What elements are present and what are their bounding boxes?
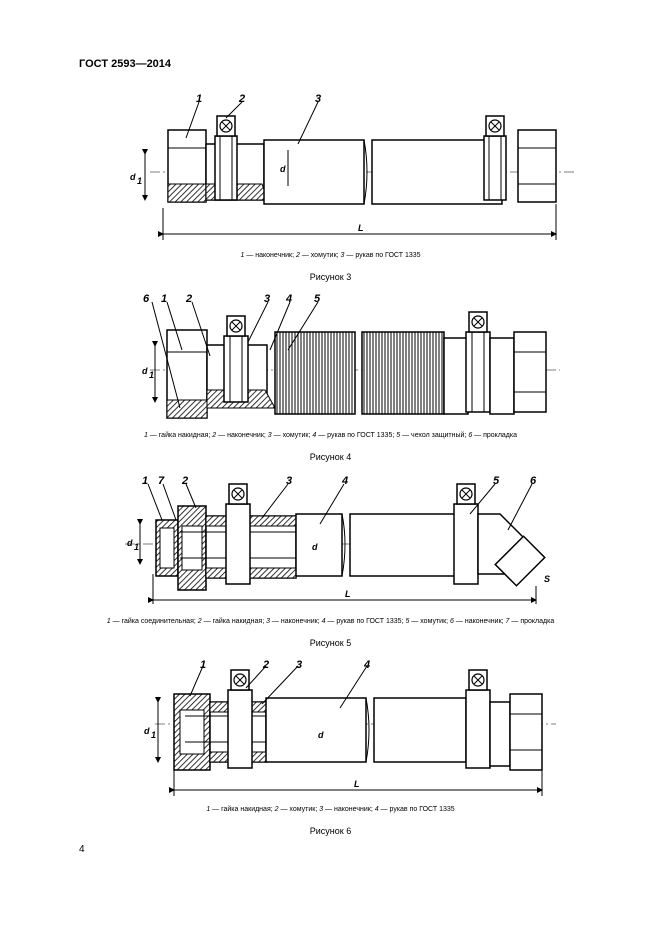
document-header: ГОСТ 2593—2014 [79, 58, 172, 70]
dim-d1: d [142, 366, 148, 376]
callout-3: 3 [264, 293, 270, 305]
figure-6-drawing: 1 2 3 4 d 1 d L [144, 659, 556, 796]
figure-5-legend: 1 — гайка соединительная; 2 — гайка наки… [106, 618, 555, 625]
figure-6-caption: Рисунок 6 [309, 826, 352, 836]
dim-d1: d [144, 726, 150, 736]
callout-3: 3 [296, 659, 302, 671]
callout-1: 1 [161, 293, 167, 305]
callout-1: 1 [142, 475, 148, 487]
figure-5-caption: Рисунок 5 [309, 638, 352, 648]
figure-5: 1 7 2 3 4 5 6 d 1 d L S [0, 474, 661, 614]
figure-3-drawing: 1 2 3 d 1 d L [130, 93, 575, 240]
callout-2: 2 [181, 475, 188, 487]
figure-3-caption: Рисунок 3 [309, 272, 352, 282]
dim-L: L [358, 223, 364, 233]
callout-4: 4 [363, 659, 370, 671]
callout-7: 7 [158, 475, 165, 487]
figure-4: 6 1 2 3 4 5 d 1 [0, 290, 661, 430]
dim-d1-subscript: 1 [151, 730, 156, 740]
callout-5: 5 [493, 475, 500, 487]
callout-3: 3 [286, 475, 292, 487]
figure-4-legend: 1 — гайка накидная; 2 — наконечник; 3 — … [143, 432, 517, 439]
callout-1: 1 [196, 93, 202, 105]
dim-d1-subscript: 1 [134, 542, 139, 552]
dim-d1-subscript: 1 [149, 370, 154, 380]
callout-2: 2 [262, 659, 269, 671]
figure-4-caption: Рисунок 4 [309, 452, 352, 462]
page-number: 4 [79, 844, 85, 855]
callout-5: 5 [314, 293, 321, 305]
dim-S: S [544, 574, 550, 584]
figure-3: 1 2 3 d 1 d L [0, 88, 661, 248]
dim-d1-subscript: 1 [137, 176, 142, 186]
callout-6: 6 [143, 293, 150, 305]
dim-d: d [318, 730, 324, 740]
dim-d: d [280, 164, 286, 174]
callout-2: 2 [185, 293, 192, 305]
figure-6: 1 2 3 4 d 1 d L [0, 658, 661, 798]
dim-L: L [354, 779, 360, 789]
figure-4-drawing: 6 1 2 3 4 5 d 1 [142, 293, 560, 419]
figure-5-drawing: 1 7 2 3 4 5 6 d 1 d L S [125, 475, 550, 604]
callout-4: 4 [285, 293, 292, 305]
callout-3: 3 [315, 93, 321, 105]
figure-3-legend: 1 — наконечник; 2 — хомутик; 3 — рукав п… [240, 252, 421, 259]
dim-d: d [312, 542, 318, 552]
callout-6: 6 [530, 475, 537, 487]
callout-2: 2 [238, 93, 245, 105]
dim-d1: d [130, 172, 136, 182]
dim-d1: d [127, 538, 133, 548]
figure-6-legend: 1 — гайка накидная; 2 — хомутик; 3 — нак… [206, 806, 455, 813]
dim-L: L [345, 589, 351, 599]
callout-4: 4 [341, 475, 348, 487]
callout-1: 1 [200, 659, 206, 671]
